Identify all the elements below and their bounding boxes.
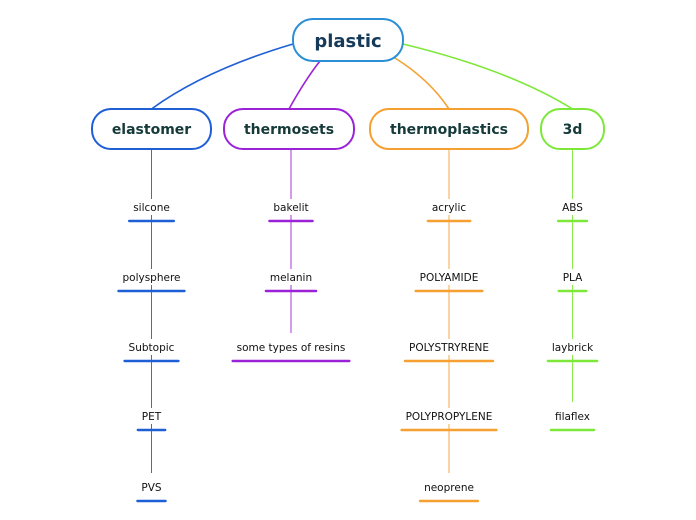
branch-node-label: thermoplastics xyxy=(390,122,508,138)
subtopic-filaflex[interactable]: filaflex xyxy=(549,408,596,432)
subtopic-melanin[interactable]: melanin xyxy=(264,269,318,293)
branch-node-box xyxy=(91,108,212,150)
subtopic-label: filaflex xyxy=(555,411,590,423)
subtopic-backing xyxy=(559,199,586,215)
connector-root-3d xyxy=(402,43,573,110)
subtopic-backing xyxy=(416,269,482,285)
branch-node-thermosets[interactable]: thermosets xyxy=(223,108,355,150)
subtopic-label: ABS xyxy=(562,202,583,214)
subtopic-label: silcone xyxy=(133,202,170,214)
subtopic-label: neoprene xyxy=(424,482,474,494)
subtopic-bakelit[interactable]: bakelit xyxy=(268,199,314,223)
subtopic-pla[interactable]: PLA xyxy=(557,269,588,293)
branch-node-box xyxy=(223,108,355,150)
branch-node-thermoplastics[interactable]: thermoplastics xyxy=(369,108,529,150)
subtopic-label: polysphere xyxy=(122,272,180,284)
subtopic-backing xyxy=(559,269,586,285)
subtopic-label: Subtopic xyxy=(129,342,175,354)
subtopic-label: PVS xyxy=(141,482,162,494)
subtopic-backing xyxy=(119,269,184,285)
subtopic-backing xyxy=(138,408,165,424)
subtopic-label: acrylic xyxy=(432,202,467,214)
subtopic-pet[interactable]: PET xyxy=(136,408,167,432)
subtopic-label: some types of resins xyxy=(237,342,346,354)
subtopic-backing xyxy=(548,339,597,355)
root-node-box xyxy=(292,18,404,62)
branch-node-label: elastomer xyxy=(112,122,191,138)
subtopic-polypropylene[interactable]: POLYPROPYLENE xyxy=(400,408,498,432)
subtopic-silcone[interactable]: silcone xyxy=(127,199,176,223)
subtopic-backing xyxy=(233,339,349,355)
connector-root-thermoplastics xyxy=(394,57,450,110)
subtopic-label: melanin xyxy=(270,272,312,284)
subtopic-acrylic[interactable]: acrylic xyxy=(426,199,472,223)
subtopic-subtopic[interactable]: Subtopic xyxy=(123,339,180,363)
branch-node-elastomer[interactable]: elastomer xyxy=(91,108,212,150)
subtopic-backing xyxy=(266,269,316,285)
subtopic-some-types-of-resins[interactable]: some types of resins xyxy=(231,339,351,363)
subtopic-backing xyxy=(138,479,165,495)
connector-root-elastomer xyxy=(151,43,294,110)
branch-node-3d[interactable]: 3d xyxy=(540,108,605,150)
subtopic-polysphere[interactable]: polysphere xyxy=(117,269,186,293)
subtopic-backing xyxy=(421,479,477,495)
branch-node-box xyxy=(540,108,605,150)
subtopic-backing xyxy=(551,408,594,424)
branch-node-label: 3d xyxy=(563,122,583,138)
subtopic-backing xyxy=(125,339,178,355)
subtopic-backing xyxy=(270,199,312,215)
subtopic-label: POLYSTRYRENE xyxy=(409,342,489,354)
root-node[interactable]: plastic xyxy=(292,18,404,62)
subtopic-label: PLA xyxy=(563,272,583,284)
subtopic-label: PET xyxy=(142,411,162,423)
subtopic-label: laybrick xyxy=(552,342,594,354)
subtopic-backing xyxy=(428,199,470,215)
subtopic-polyamide[interactable]: POLYAMIDE xyxy=(414,269,484,293)
subtopic-label: POLYAMIDE xyxy=(420,272,479,284)
subtopic-label: bakelit xyxy=(273,202,308,214)
subtopic-backing xyxy=(405,339,493,355)
branch-node-label: thermosets xyxy=(244,122,334,138)
subtopic-laybrick[interactable]: laybrick xyxy=(546,339,599,363)
root-node-label: plastic xyxy=(314,31,381,52)
subtopic-neoprene[interactable]: neoprene xyxy=(418,479,480,503)
subtopic-polystryrene[interactable]: POLYSTRYRENE xyxy=(403,339,495,363)
branch-node-box xyxy=(369,108,529,150)
subtopic-abs[interactable]: ABS xyxy=(556,199,589,223)
connector-root-thermosets xyxy=(288,60,321,110)
subtopic-pvs[interactable]: PVS xyxy=(136,479,167,503)
subtopic-label: POLYPROPYLENE xyxy=(406,411,493,423)
subtopic-backing xyxy=(130,199,173,215)
subtopic-backing xyxy=(402,408,496,424)
